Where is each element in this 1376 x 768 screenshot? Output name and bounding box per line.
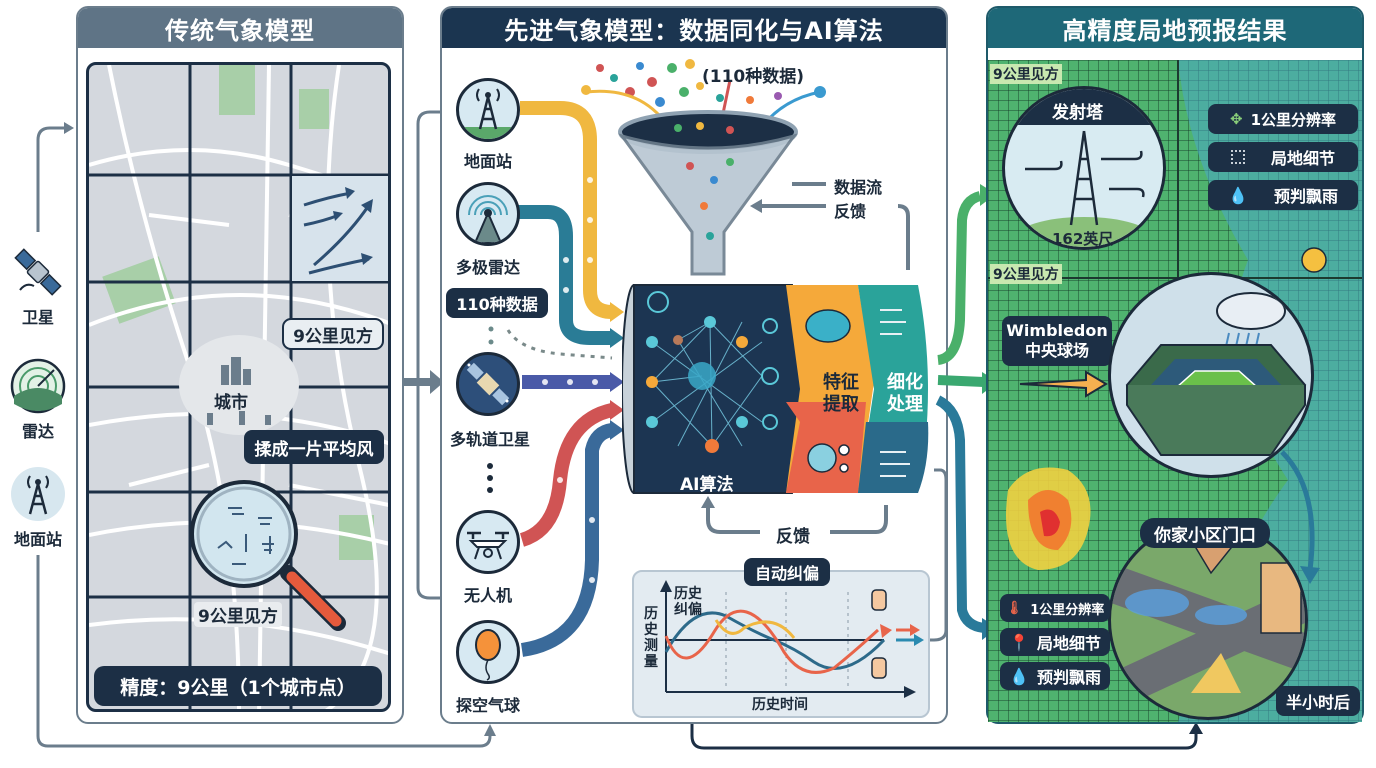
tag-label: 预判飘雨 bbox=[1036, 668, 1101, 687]
multi-radar-icon bbox=[456, 182, 520, 246]
neighborhood-title: 你家小区门口 bbox=[1140, 518, 1270, 548]
resolution-tag: ✥ 1公里分辨率 bbox=[1208, 104, 1358, 134]
correction-title: 自动纠偏 bbox=[744, 558, 830, 586]
move-arrows-icon: ✥ bbox=[1229, 110, 1243, 128]
correction-plot bbox=[660, 580, 924, 698]
sun-icon bbox=[1301, 247, 1327, 273]
source-label: 探空气球 bbox=[455, 696, 520, 715]
rain-cloud-icon bbox=[1216, 292, 1286, 352]
stadium-view bbox=[1108, 272, 1314, 478]
source-label: 地面站 bbox=[463, 152, 512, 171]
stadium-label: Wimbledon 中央球场 bbox=[1002, 316, 1112, 366]
ground-station-icon bbox=[10, 466, 66, 522]
stadium-icon bbox=[1125, 344, 1307, 456]
stadium-connector bbox=[1280, 450, 1320, 584]
multi-orbit-satellite-icon bbox=[456, 352, 520, 416]
brain-gears-icon bbox=[807, 443, 850, 473]
grid-size-callout: 9公里见方 bbox=[282, 318, 384, 350]
ground-station-icon bbox=[456, 78, 520, 142]
panel-title: 高精度局地预报结果 bbox=[988, 8, 1362, 48]
left-sources: 卫星 雷达 地面站 bbox=[4, 240, 72, 560]
raindrop-icon: 💧 bbox=[1228, 185, 1248, 205]
tag-label: 局地细节 bbox=[1270, 149, 1335, 168]
funnel-label: (110种数据) bbox=[702, 67, 805, 87]
stadium-label-cn: 中央球场 bbox=[1024, 341, 1089, 360]
source-label-radar: 雷达 bbox=[21, 422, 54, 441]
city-label: 城市 bbox=[214, 393, 248, 413]
radar-icon bbox=[10, 358, 66, 414]
hand-pointer-icon bbox=[871, 589, 887, 679]
feedback-label: 反馈 bbox=[776, 527, 810, 547]
tag-label: 局地细节 bbox=[1036, 634, 1101, 653]
orange-arrow-icon bbox=[1019, 370, 1108, 398]
processing-cylinder bbox=[621, 282, 938, 496]
data-particles bbox=[581, 59, 826, 107]
rain-tag: 💧 预判飘雨 bbox=[1208, 180, 1358, 210]
rain-radar-blob bbox=[1006, 467, 1091, 570]
dots-connector bbox=[488, 326, 494, 348]
time-badge: 半小时后 bbox=[1276, 686, 1360, 716]
brain-icon bbox=[805, 309, 851, 343]
thermometer-icon: 🌡 bbox=[1005, 600, 1023, 616]
tower-icon bbox=[1069, 130, 1099, 226]
ellipsis-icon bbox=[486, 462, 494, 496]
tag-label: 1公里分辨率 bbox=[1250, 110, 1337, 129]
data-count-badge: 110种数据 bbox=[446, 288, 548, 318]
stadium-label-en: Wimbledon bbox=[1006, 321, 1108, 340]
x-axis-label: 历史时间 bbox=[752, 697, 808, 713]
wind-gust-icon bbox=[1025, 150, 1145, 198]
source-label-satellite: 卫星 bbox=[21, 308, 54, 327]
grid-label-mid: 9公里见方 bbox=[990, 264, 1062, 284]
feature-extraction-label: 特征提取 bbox=[823, 372, 859, 415]
rain-patch-icon bbox=[1125, 589, 1247, 625]
dotted-square-icon bbox=[1230, 150, 1245, 164]
location-pin-icon: 📍 bbox=[1009, 632, 1029, 652]
ai-algorithm-label: AI算法 bbox=[680, 475, 734, 495]
auto-correction-chart bbox=[632, 570, 930, 718]
tag-label: 预判飘雨 bbox=[1273, 187, 1338, 206]
precision-bar: 精度：9公里（1个城市点） bbox=[94, 666, 382, 706]
source-label: 无人机 bbox=[463, 586, 512, 605]
tower-height: 162英尺 bbox=[1052, 230, 1114, 248]
drone-icon bbox=[456, 510, 520, 574]
magnifier-icon bbox=[188, 478, 358, 638]
map-streets bbox=[89, 65, 388, 709]
panel-title: 先进气象模型：数据同化与AI算法 bbox=[442, 8, 946, 48]
data-funnel bbox=[580, 56, 830, 292]
series-label: 历史纠偏 bbox=[674, 586, 702, 618]
resolution-tag-bottom: 🌡 1公里分辨率 bbox=[1000, 594, 1110, 622]
rain-tag-bottom: 💧 预判飘雨 bbox=[1000, 662, 1110, 690]
raindrop-icon: 💧 bbox=[1009, 666, 1029, 686]
transmitter-tower-view bbox=[1002, 86, 1166, 250]
local-detail-tag: 局地细节 bbox=[1208, 142, 1358, 172]
average-wind-callout: 揉成一片平均风 bbox=[244, 430, 384, 464]
source-label-ground-station: 地面站 bbox=[13, 530, 62, 549]
city-grid-map bbox=[86, 62, 391, 712]
magnifier-label: 9公里见方 bbox=[194, 602, 282, 627]
source-label: 多轨道卫星 bbox=[449, 430, 530, 449]
panel-title: 传统气象模型 bbox=[78, 8, 402, 48]
source-label: 多极雷达 bbox=[455, 258, 520, 277]
legend-data-flow: 数据流 bbox=[834, 178, 883, 197]
city-buildings-icon bbox=[207, 357, 271, 425]
refinement-label: 细化处理 bbox=[887, 372, 923, 415]
tag-label: 1公里分辨率 bbox=[1030, 602, 1105, 618]
legend-feedback: 反馈 bbox=[834, 202, 867, 221]
tower-title: 发射塔 bbox=[1052, 103, 1103, 123]
satellite-icon bbox=[10, 244, 66, 300]
refine-lines-icon bbox=[880, 309, 910, 477]
balloon-icon bbox=[456, 620, 520, 684]
grid-label-top: 9公里见方 bbox=[990, 64, 1062, 84]
y-axis-label: 历史测量 bbox=[644, 606, 658, 670]
local-detail-tag-bottom: 📍 局地细节 bbox=[1000, 628, 1110, 656]
wind-cell bbox=[292, 176, 388, 281]
